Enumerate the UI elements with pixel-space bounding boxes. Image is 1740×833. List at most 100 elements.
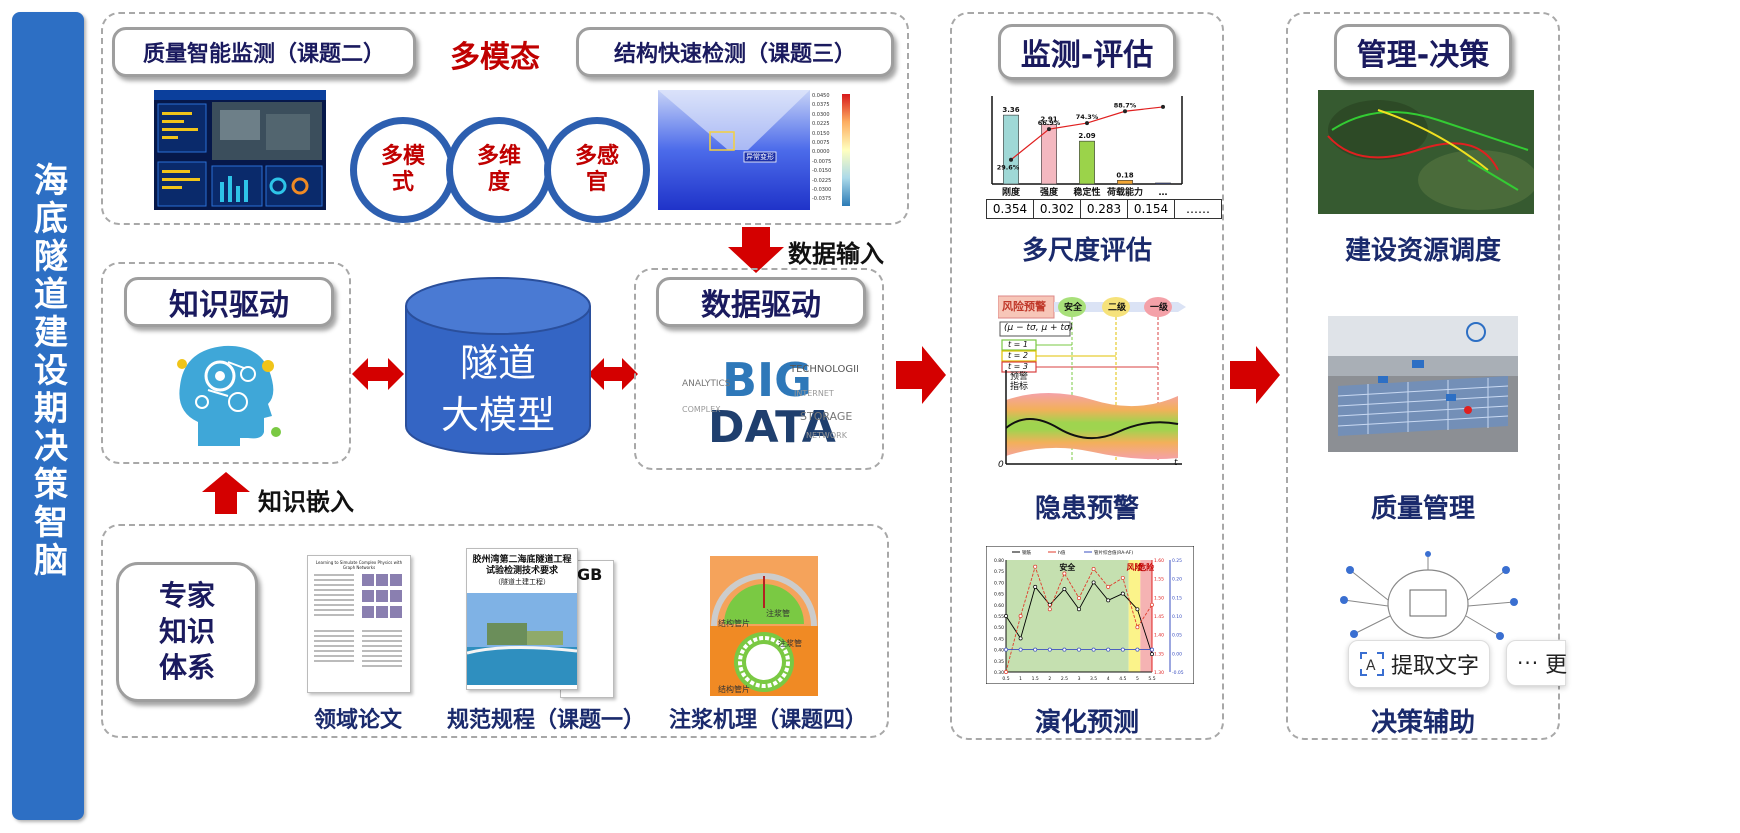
extract-text-label: 提取文字 (1390, 654, 1479, 679)
ellipsis-icon: ··· (1517, 651, 1540, 675)
series-point (1150, 652, 1154, 657)
more-label: 更 (1545, 653, 1568, 678)
cumulative-label: 74.3% (1076, 113, 1099, 121)
circle-multi-dimension: 多维 度 (446, 117, 552, 223)
cumulative-label: 29.6% (997, 164, 1020, 172)
cumulative-point (1123, 109, 1127, 114)
evo-y-tick: 0.35 (994, 659, 1004, 665)
quality-management-image (1328, 316, 1518, 452)
evo-y-tick: 0.65 (994, 592, 1004, 598)
anomaly-deformation-tag: 异常变形 (746, 153, 774, 161)
zone-label: 危险 (1137, 562, 1155, 572)
evo-x-tick: 3 (1078, 676, 1081, 682)
knowledge-driven-panel (101, 262, 351, 464)
legend-label: h值 (1058, 549, 1066, 556)
series-point (1091, 647, 1096, 652)
caption-research-papers: 领域论文 (313, 708, 402, 733)
evo-y2-tick: 1.60 (1154, 558, 1164, 564)
zone-safe (1006, 560, 1129, 672)
warning-formula: (μ − tσ, μ + tσ) (1004, 323, 1074, 333)
extract-text-button[interactable]: A 提取文字 (1348, 640, 1490, 688)
spec-title: 胶州湾第二海底隧道工程 试验检测技术要求 (472, 555, 572, 576)
cumulative-point (1161, 104, 1165, 109)
bar (1117, 180, 1133, 185)
bar (1079, 140, 1095, 185)
svg-text:COMPLEX: COMPLEX (682, 405, 721, 414)
evo-y-tick: 0.30 (994, 670, 1004, 676)
warning-x-axis: t (1174, 458, 1178, 468)
series-point (1033, 584, 1038, 589)
evo-y-tick: 0.50 (994, 625, 1004, 631)
series-point (1120, 591, 1125, 596)
series-point (1077, 607, 1081, 612)
table-cell: 0.354 (986, 199, 1034, 219)
multimodal-label: 多模态 (450, 40, 540, 75)
caption-resource-scheduling: 建设资源调度 (1344, 236, 1501, 266)
bar (1041, 124, 1057, 185)
right-arrow-icon (1230, 346, 1280, 404)
model-title-line1: 隧道 (459, 341, 536, 385)
monitoring-dashboard-image (154, 90, 326, 210)
bar (1155, 182, 1171, 185)
series-point (1018, 614, 1023, 618)
expert-title-line: 体系 (158, 651, 215, 684)
series-point (1018, 636, 1023, 641)
grouting-mechanism-image: 注浆管 结构管片 注浆管 结构管片 (710, 556, 818, 696)
brain-head-image (168, 336, 286, 454)
more-options-button[interactable]: ··· 更 (1506, 640, 1568, 686)
series-point (1120, 647, 1125, 652)
evo-x-tick: 5.5 (1148, 676, 1155, 682)
warning-origin: 0 (998, 460, 1004, 470)
colorbar-tick: 0.0075 (812, 140, 830, 147)
caption-specifications: 规范规程（课题一） (446, 708, 645, 733)
evo-y3-tick: -0.05 (1172, 670, 1184, 676)
grout-label-d: 结构管片 (718, 685, 750, 694)
svg-text:DATA: DATA (708, 402, 836, 453)
monitor-evaluate-pill: 监测-评估 (998, 24, 1176, 80)
tunnel-scan-image: 异常变形 0.0450 0.0375 0.0300 0.0225 0.0150 … (658, 90, 854, 210)
series-point (1004, 670, 1008, 674)
t-label: t = 3 (1008, 362, 1029, 371)
multi-scale-bar-chart: 3.36刚度2.91强度2.09稳定性0.18荷载能力…29.6%66.9%74… (991, 96, 1183, 198)
caption-decision-support: 决策辅助 (1370, 708, 1475, 738)
evo-y3-tick: 0.25 (1172, 558, 1182, 564)
expert-title-line: 知识 (158, 615, 215, 648)
expert-knowledge-panel (101, 524, 889, 738)
table-cell: 0.302 (1033, 199, 1081, 219)
warning-y-label: 预警 指标 (1010, 372, 1029, 392)
series-point (1004, 614, 1008, 618)
colorbar-tick: 0.0375 (812, 102, 830, 109)
evo-y3-tick: 0.05 (1172, 633, 1182, 639)
evo-y3-tick: 0.00 (1172, 651, 1182, 657)
table-cell: 0.283 (1080, 199, 1128, 219)
evo-y3-tick: 0.10 (1172, 614, 1182, 620)
left-right-arrow-icon (588, 358, 638, 390)
sidebar-banner: 海底隧道建设期决策智脑 (12, 12, 84, 820)
evo-x-tick: 4.5 (1119, 676, 1126, 682)
evo-y2-tick: 1.35 (1154, 651, 1164, 657)
svg-text:INTERNET: INTERNET (794, 389, 834, 398)
expert-knowledge-pill: 专家 知识 体系 (116, 562, 258, 702)
colorbar-ticks: 0.0450 0.0375 0.0300 0.0225 0.0150 0.007… (812, 92, 831, 205)
bar-category-label: 强度 (1040, 186, 1059, 198)
svg-text:TECHNOLOGIES: TECHNOLOGIES (789, 364, 858, 375)
series-point (1018, 647, 1023, 652)
circle-multi-sense: 多感 官 (544, 117, 650, 223)
evo-y2-tick: 1.30 (1154, 670, 1164, 676)
decision-support-image (1330, 550, 1526, 646)
circle-multi-mode-label: 多模 式 (380, 143, 425, 195)
data-driven-panel (634, 268, 884, 470)
warning-chart: 风险预警 安全 二级 一级 (μ − tσ, μ + tσ) t = 1 t =… (997, 290, 1188, 472)
colorbar-tick: 0.0150 (812, 130, 830, 137)
caption-hazard-warning: 隐患预警 (1034, 494, 1139, 524)
colorbar-tick: 0.0225 (812, 121, 830, 128)
cumulative-point (1009, 157, 1013, 162)
grout-label-a: 注浆管 (766, 609, 790, 618)
series-point (1062, 647, 1067, 652)
circle-multi-sense-label: 多感 官 (574, 143, 619, 195)
colorbar-tick: -0.0150 (812, 168, 832, 175)
grout-label-c: 注浆管 (778, 639, 802, 648)
colorbar-tick: -0.0300 (812, 187, 832, 194)
down-arrow-icon (728, 227, 784, 273)
evo-x-tick: 1.5 (1032, 676, 1039, 682)
